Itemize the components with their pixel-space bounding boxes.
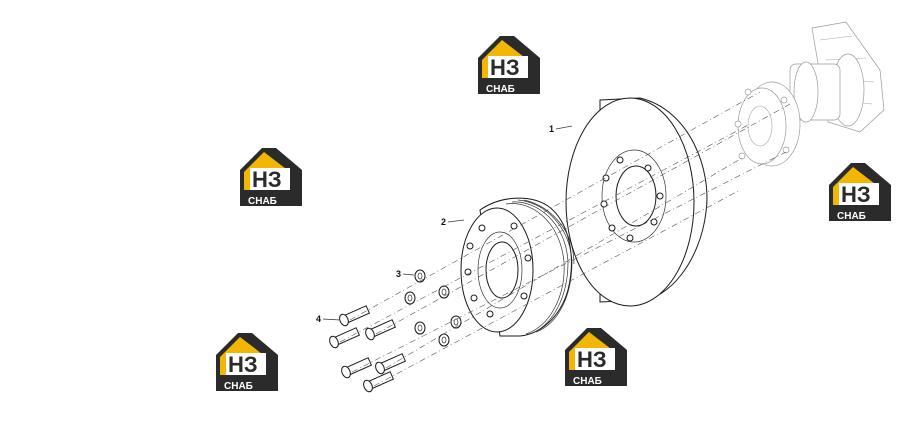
svg-text:3: 3 [396,269,401,279]
svg-text:2: 2 [441,217,446,227]
part-2-pulley [460,197,575,337]
svg-text:СНАБ: СНАБ [486,84,515,95]
shaft-hub-assembly [734,21,885,167]
callout-2: 2 [441,217,465,227]
part-3-washers [404,269,462,347]
svg-text:НЗ: НЗ [490,55,520,80]
watermark-logo: НЗ СНАБ [565,328,627,387]
part-1-flywheel [565,97,708,307]
svg-text:4: 4 [316,314,321,324]
svg-text:СНАБ: СНАБ [224,381,253,392]
callout-4: 4 [316,314,341,324]
svg-text:НЗ: НЗ [228,352,258,377]
watermark-logo: НЗ СНАБ [829,163,891,222]
watermark-logo: НЗ СНАБ [240,148,302,207]
callout-3: 3 [396,269,415,279]
assembly-centerlines [339,91,791,387]
svg-text:НЗ: НЗ [577,347,607,372]
svg-text:1: 1 [549,124,554,134]
part-4-bolts [329,305,407,393]
svg-text:СНАБ: СНАБ [248,196,277,207]
watermark-logo: НЗ СНАБ [216,333,278,392]
svg-text:НЗ: НЗ [252,167,282,192]
watermark-logo: НЗ СНАБ [478,36,540,95]
svg-text:НЗ: НЗ [841,182,871,207]
callout-1: 1 [549,124,573,134]
svg-text:СНАБ: СНАБ [837,211,866,222]
svg-text:СНАБ: СНАБ [573,376,602,387]
